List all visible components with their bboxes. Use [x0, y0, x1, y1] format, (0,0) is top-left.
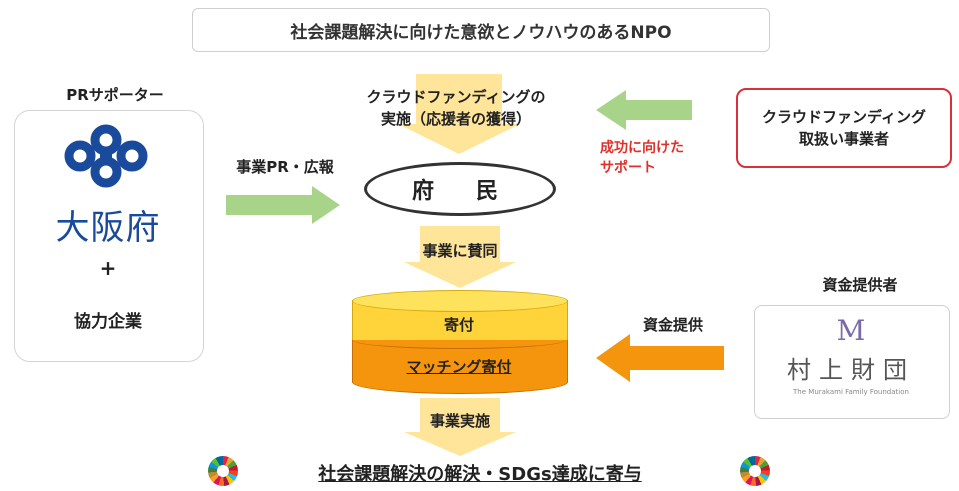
pr-arrow-label: 事業PR・広報: [236, 158, 334, 176]
murakami-foundation-name: 村上財団: [787, 356, 915, 384]
npo-banner: 社会課題解決に向けた意欲とノウハウのあるNPO: [192, 8, 770, 52]
success-support-label: 成功に向けた サポート: [600, 138, 740, 178]
agree-label: 事業に賛同: [422, 242, 498, 260]
murakami-foundation-box: [754, 305, 950, 419]
cylinder-top: [352, 290, 568, 312]
sdgs-contribution-label: 社会課題解決の解決・SDGs達成に寄与: [318, 464, 642, 485]
sdg-wheel-icon-right: [740, 456, 770, 486]
crowdfunding-down-arrow: [398, 74, 520, 154]
partner-companies-label: 協力企業: [74, 312, 142, 332]
osaka-prefecture-name: 大阪府: [55, 208, 161, 248]
cf-operator-box: クラウドファンディング 取扱い事業者: [736, 88, 952, 168]
donation-label: 寄付: [443, 316, 474, 334]
support-arrow-left: [596, 90, 692, 130]
success-line2: サポート: [600, 160, 656, 176]
pr-supporter-label: PRサポーター: [66, 86, 164, 104]
implementation-label: 事業実施: [429, 412, 490, 430]
cylinder-divider: [352, 331, 566, 349]
success-line1: 成功に向けた: [600, 140, 684, 156]
crowdfunding-line2: 実施（応援者の獲得）: [380, 110, 531, 128]
crowdfunding-line1: クラウドファンディングの: [366, 88, 546, 106]
funder-label: 資金提供者: [822, 276, 898, 294]
agree-down-arrow: [404, 226, 516, 288]
cf-operator-line1: クラウドファンディング: [762, 108, 926, 126]
implementation-down-arrow: [404, 398, 516, 456]
plus-sign: +: [99, 256, 117, 280]
sdg-wheel-icon-left: [208, 456, 238, 486]
osaka-logo-icon: [64, 124, 148, 188]
matching-donation-label: マッチング寄付: [406, 358, 512, 376]
citizens-oval: 府 民: [364, 162, 556, 216]
pr-arrow-right: [226, 186, 340, 224]
crowdfunding-label: クラウドファンディングの 実施（応援者の獲得）: [336, 86, 576, 130]
fund-provision-label: 資金提供: [642, 316, 703, 334]
murakami-logo-letter: M: [836, 314, 866, 347]
cf-operator-line2: 取扱い事業者: [798, 130, 889, 148]
fund-arrow-left: [596, 334, 724, 382]
murakami-foundation-english: The Murakami Family Foundation: [793, 388, 909, 396]
